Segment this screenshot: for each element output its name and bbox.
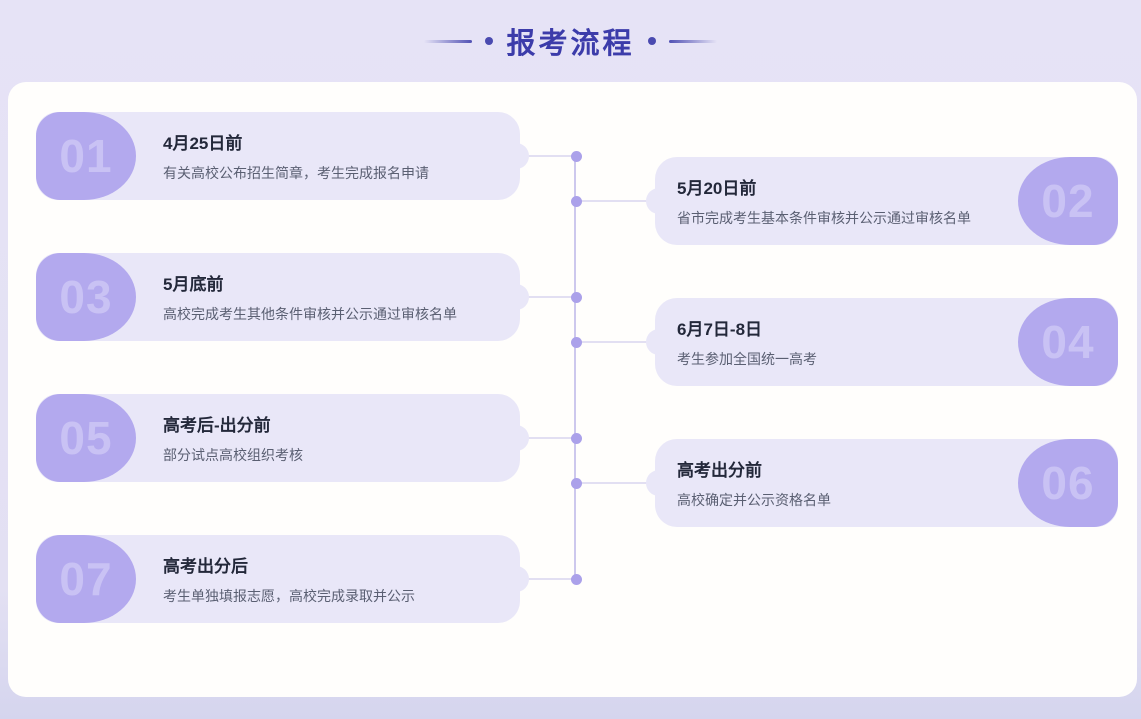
timeline-dot (570, 336, 582, 348)
step-number: 01 (59, 130, 113, 182)
step-number: 06 (1041, 457, 1095, 509)
step-description: 部分试点高校组织考核 (163, 447, 303, 463)
step-title: 高考出分后 (163, 557, 248, 576)
step-title: 6月7日-8日 (677, 320, 763, 339)
connector-line (574, 341, 655, 343)
step-number-badge: 01 (36, 112, 136, 200)
step-text: 4月25日前 有关高校公布招生简章，考生完成报名申请 (163, 112, 496, 200)
timeline-dot (570, 573, 582, 585)
step-description: 高校完成考生其他条件审核并公示通过审核名单 (163, 306, 457, 322)
step-description: 省市完成考生基本条件审核并公示通过审核名单 (677, 210, 971, 226)
section-header: 报考流程 (0, 17, 1141, 65)
step-text: 高考出分后 考生单独填报志愿，高校完成录取并公示 (163, 535, 496, 623)
title-dot-right (647, 37, 656, 45)
page-title: 报考流程 (506, 28, 635, 60)
step-number: 07 (59, 553, 113, 605)
step-number-badge: 06 (1018, 439, 1118, 527)
step-text: 高考出分前 高校确定并公示资格名单 (677, 439, 1000, 527)
step-description: 考生参加全国统一高考 (677, 351, 817, 367)
timeline-dot (570, 291, 582, 303)
step-card: 02 5月20日前 省市完成考生基本条件审核并公示通过审核名单 (655, 157, 1118, 245)
step-title: 5月20日前 (677, 179, 757, 198)
step-text: 5月底前 高校完成考生其他条件审核并公示通过审核名单 (163, 253, 496, 341)
connector-line (520, 578, 575, 580)
step-number: 02 (1041, 175, 1095, 227)
step-number-badge: 03 (36, 253, 136, 341)
step-title: 4月25日前 (163, 134, 243, 153)
timeline-dot (570, 150, 582, 162)
step-card: 07 高考出分后 考生单独填报志愿，高校完成录取并公示 (36, 535, 520, 623)
step-text: 6月7日-8日 考生参加全国统一高考 (677, 298, 1000, 386)
connector-line (520, 155, 575, 157)
step-description: 考生单独填报志愿，高校完成录取并公示 (163, 588, 415, 604)
timeline-dot (570, 195, 582, 207)
step-text: 高考后-出分前 部分试点高校组织考核 (163, 394, 496, 482)
step-card: 06 高考出分前 高校确定并公示资格名单 (655, 439, 1118, 527)
step-card: 03 5月底前 高校完成考生其他条件审核并公示通过审核名单 (36, 253, 520, 341)
step-number: 04 (1041, 316, 1095, 368)
step-number-badge: 05 (36, 394, 136, 482)
timeline-dot (570, 477, 582, 489)
step-number-badge: 04 (1018, 298, 1118, 386)
timeline-dot (570, 432, 582, 444)
step-card: 01 4月25日前 有关高校公布招生简章，考生完成报名申请 (36, 112, 520, 200)
process-panel: 01 4月25日前 有关高校公布招生简章，考生完成报名申请 02 5月20日前 … (8, 82, 1137, 697)
step-card: 05 高考后-出分前 部分试点高校组织考核 (36, 394, 520, 482)
step-description: 高校确定并公示资格名单 (677, 492, 831, 508)
step-title: 5月底前 (163, 275, 224, 294)
step-number-badge: 07 (36, 535, 136, 623)
step-text: 5月20日前 省市完成考生基本条件审核并公示通过审核名单 (677, 157, 1000, 245)
title-line-right (668, 39, 717, 43)
step-description: 有关高校公布招生简章，考生完成报名申请 (163, 165, 429, 181)
step-title: 高考后-出分前 (163, 416, 271, 435)
timeline-line (573, 156, 576, 579)
title-dot-left (485, 37, 494, 45)
connector-line (520, 296, 575, 298)
step-title: 高考出分前 (677, 461, 762, 480)
title-line-left (424, 39, 473, 43)
step-number: 03 (59, 271, 113, 323)
connector-line (574, 482, 655, 484)
connector-line (574, 200, 655, 202)
connector-line (520, 437, 575, 439)
step-number: 05 (59, 412, 113, 464)
step-card: 04 6月7日-8日 考生参加全国统一高考 (655, 298, 1118, 386)
step-number-badge: 02 (1018, 157, 1118, 245)
